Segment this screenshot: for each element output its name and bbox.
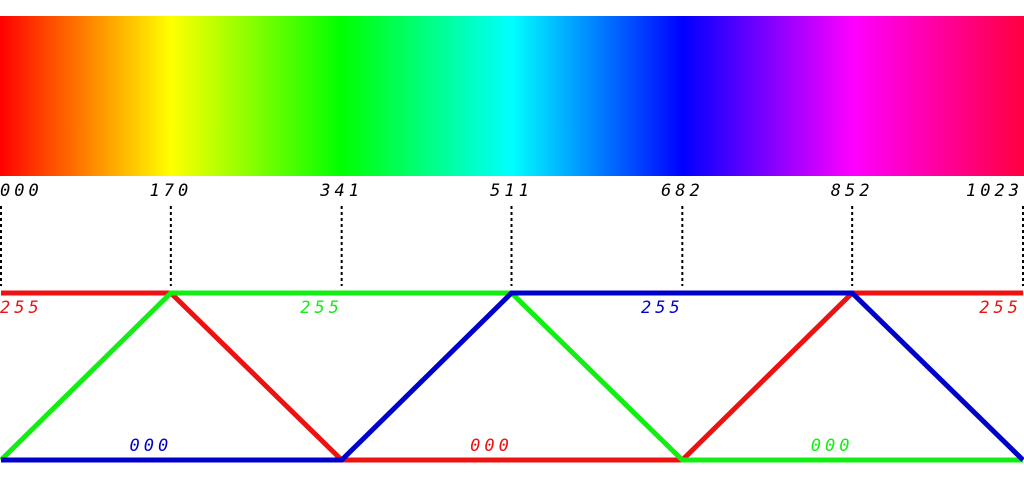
red-value-label: 000 [470,436,513,456]
tick-labels: 000 170 341 511 682 852 1023 [0,181,1023,201]
blue-value-label: 000 [129,436,172,456]
tick-label-000: 000 [0,181,43,201]
tick-label-170: 170 [149,181,192,201]
blue-channel-line [1,290,1024,463]
red-value-label: 255 [0,298,43,318]
color-spectrum-bar [0,16,1024,176]
red-channel-line [1,290,1023,463]
tick-label-852: 852 [831,181,874,201]
green-value-label: 255 [300,298,343,318]
blue-value-label: 255 [641,298,684,318]
tick-lines [0,206,1024,286]
channel-labels: 255 255 255 255 000 000 000 [0,298,1022,456]
green-value-label: 000 [811,436,854,456]
tick-label-341: 341 [319,181,363,201]
tick-label-511: 511 [490,181,533,201]
tick-label-682: 682 [661,181,704,201]
red-value-label: 255 [979,298,1022,318]
green-channel-line [0,290,1023,463]
tick-label-1023: 1023 [966,181,1023,201]
channel-lines [0,290,1024,463]
